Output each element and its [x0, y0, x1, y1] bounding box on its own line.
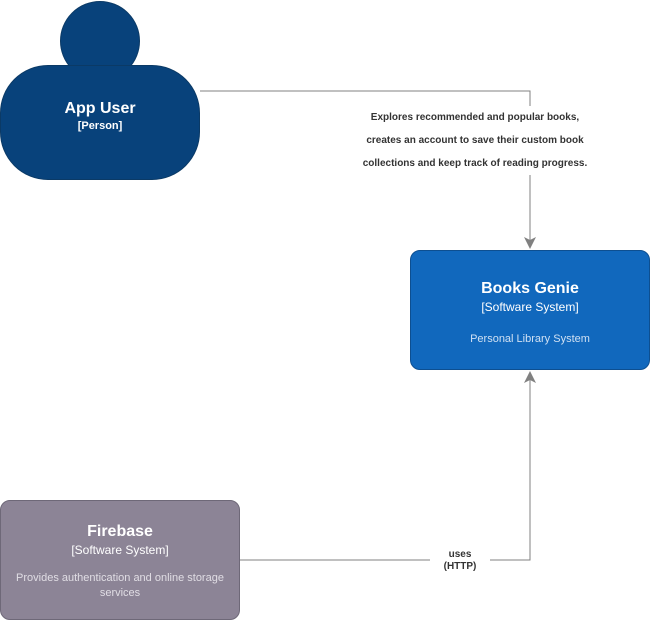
person-name: App User	[64, 100, 136, 117]
edge-label-text: uses	[448, 549, 472, 560]
system-description: Provides authentication and online stora…	[16, 572, 224, 599]
edge-label-line: creates an account to save their custom …	[366, 135, 584, 146]
system-kind: [Software System]	[71, 543, 169, 557]
person-app-user[interactable]: App User [Person]	[0, 65, 200, 180]
edge-user-to-books[interactable]	[200, 90, 536, 249]
edge-label-line: Explores recommended and popular books,	[370, 112, 580, 123]
edge-firebase-to-books[interactable]	[240, 371, 536, 561]
system-books-genie[interactable]: Books Genie [Software System] Personal L…	[410, 250, 650, 370]
edge-label-user-to-books: Explores recommended and popular books, …	[350, 106, 600, 175]
system-name: Firebase	[87, 523, 153, 540]
edge-label-line: collections and keep track of reading pr…	[362, 158, 588, 169]
system-name: Books Genie	[481, 280, 579, 297]
system-firebase[interactable]: Firebase [Software System] Provides auth…	[0, 500, 240, 620]
system-description: Personal Library System	[470, 333, 590, 345]
person-kind: [Person]	[77, 120, 123, 132]
edge-label-firebase-to-books: uses (HTTP)	[430, 549, 490, 573]
edge-label-technology: (HTTP)	[443, 561, 477, 572]
system-kind: [Software System]	[481, 300, 579, 314]
